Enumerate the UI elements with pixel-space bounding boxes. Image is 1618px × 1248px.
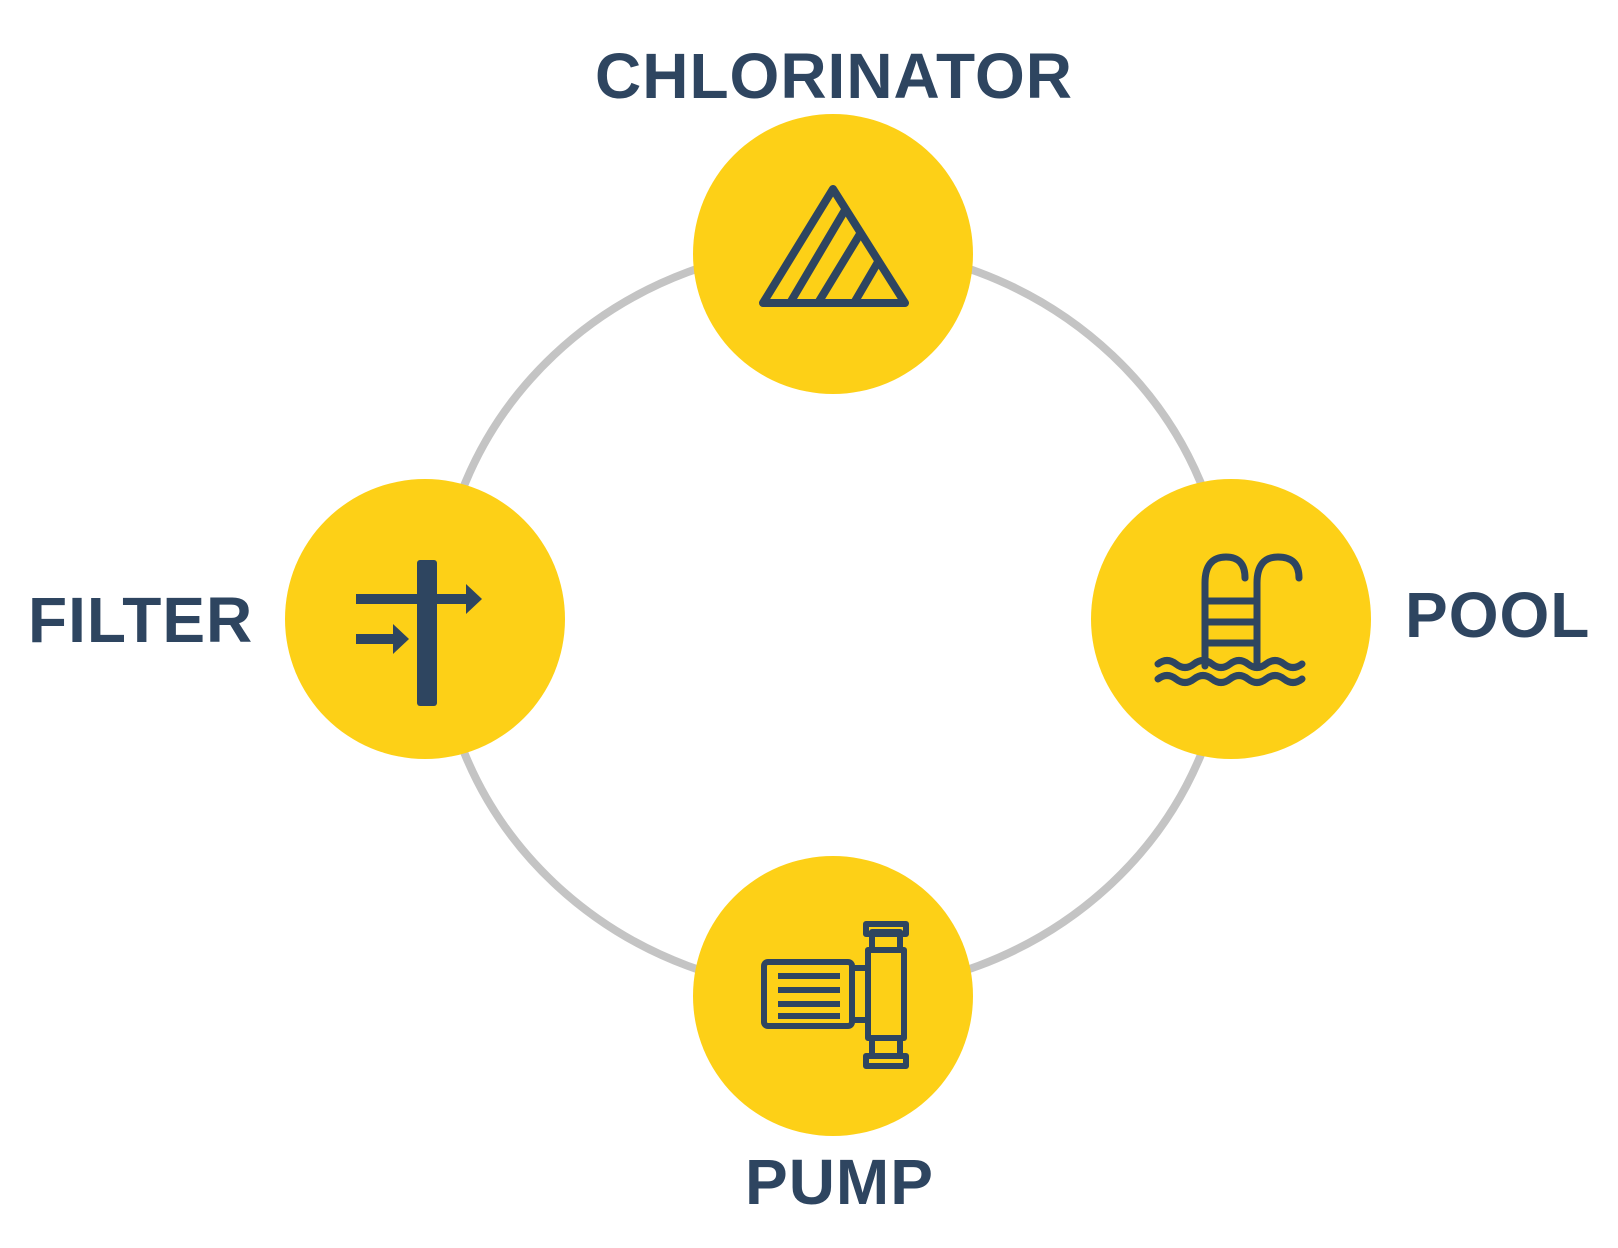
- water-pump-icon: [761, 921, 909, 1069]
- label-chlorinator: CHLORINATOR: [595, 40, 1073, 112]
- node-filter: [285, 479, 565, 759]
- filter-flow-icon: [356, 560, 482, 706]
- label-pool: POOL: [1405, 579, 1591, 651]
- pool-ladder-icon: [1154, 553, 1306, 686]
- label-filter: FILTER: [28, 584, 254, 656]
- node-pool: [1091, 479, 1371, 759]
- node-chlorinator: [693, 114, 973, 394]
- label-pump: PUMP: [745, 1146, 934, 1218]
- chlorine-tablet-icon: [759, 185, 909, 307]
- node-pump: [693, 856, 973, 1136]
